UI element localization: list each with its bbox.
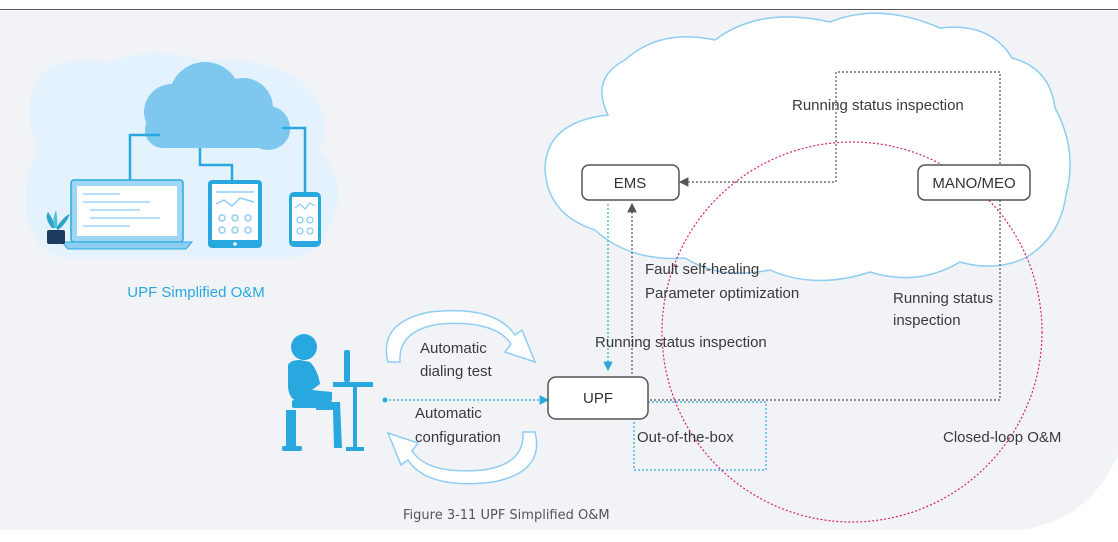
mano-label: MANO/MEO (932, 175, 1015, 192)
mano-node: MANO/MEO (917, 164, 1031, 201)
parameter-optimization-label: Parameter optimization (645, 285, 799, 302)
illustration (25, 52, 339, 258)
automatic-config-cycle-icon (386, 431, 538, 485)
cloud-connector-lines (128, 126, 307, 193)
network-cloud (544, 12, 1071, 282)
connector-start-dot (382, 397, 388, 403)
automatic-config-label-1: Automatic (415, 405, 482, 422)
closed-loop-label: Closed-loop O&M (943, 429, 1061, 446)
tablet-icon (208, 180, 262, 248)
out-of-the-box-label: Out-of-the-box (637, 429, 734, 446)
running-status-right-label-2: inspection (893, 312, 961, 329)
automatic-config-label-2: configuration (415, 429, 501, 446)
automatic-dialing-label-1: Automatic (420, 340, 487, 357)
top-rule (0, 9, 1118, 10)
upf-node: UPF (547, 376, 649, 420)
running-status-right-label-1: Running status (893, 290, 993, 307)
laptop-icon (60, 179, 194, 250)
closed-loop-connector (648, 200, 1001, 401)
automatic-dialing-label-2: dialing test (420, 363, 493, 380)
running-status-middle-label: Running status inspection (595, 334, 767, 351)
ems-node: EMS (581, 164, 680, 201)
fault-self-healing-label: Fault self-healing (645, 261, 759, 278)
closed-loop-circle (661, 141, 1043, 523)
cloud-icon (144, 62, 290, 150)
upf-label: UPF (583, 390, 613, 407)
illustration-title: UPF Simplified O&M (127, 284, 265, 301)
phone-icon (289, 192, 321, 247)
running-status-top-label: Running status inspection (792, 97, 964, 114)
plant-icon (46, 210, 70, 244)
running-status-top-connector (678, 71, 1001, 187)
person-at-desk-icon (282, 334, 373, 451)
ems-label: EMS (614, 175, 647, 192)
figure-caption: Figure 3-11 UPF Simplified O&M (403, 508, 610, 523)
out-of-the-box-loop (633, 401, 767, 471)
automatic-dialing-cycle-icon (385, 309, 537, 364)
